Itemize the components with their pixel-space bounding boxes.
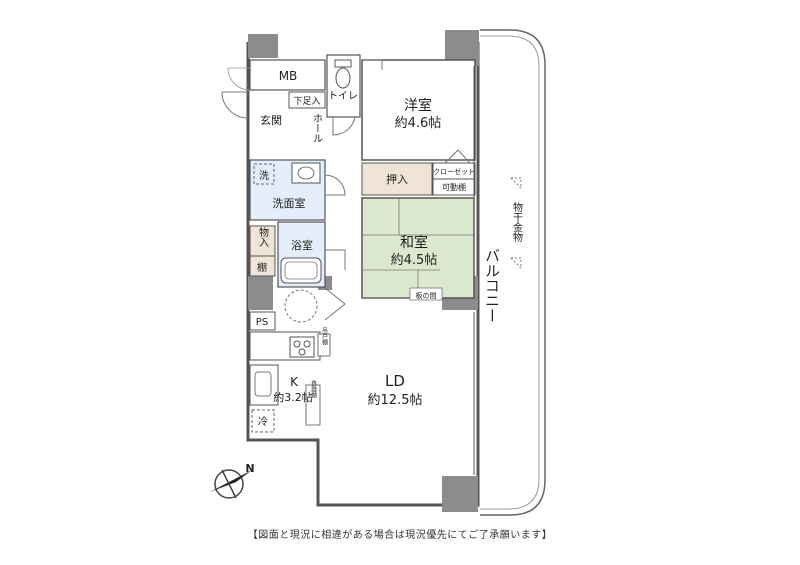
toilet-door[interactable] [332,116,356,136]
drying-rack-label: 物干金物 [511,201,523,243]
western-room-size: 約4.6帖 [395,116,442,131]
washroom-door[interactable] [324,174,346,196]
mb-label: MB [279,69,298,83]
sink [254,371,272,397]
compass [210,469,252,499]
fridge-box [251,409,275,433]
bathtub-inner [284,261,318,280]
entrance-door[interactable] [221,91,249,119]
shoe-storage-label: 下足入 [293,96,320,107]
japanese-room-label: 和室 [400,234,428,251]
wall-column [248,276,273,310]
western-room [361,59,476,161]
shoe-storage-box [288,91,326,109]
compass-needle [210,470,252,492]
windows [473,66,479,475]
oshiire-box [361,162,433,196]
burner [303,340,311,348]
wall-column [442,476,478,512]
storage-label: 物入 [257,226,269,247]
drying-rack-mark [509,257,522,270]
adjustable-shelf-box [432,178,476,196]
washroom-label: 洗面室 [273,196,306,210]
drying-rack-mark [509,177,522,190]
pantry-label: 食器棚 [310,379,317,399]
toilet-label: トイレ [328,91,358,102]
burner [293,340,301,348]
bath-label: 浴室 [291,238,313,252]
mb-box [249,59,326,91]
balcony-inner-outline [480,35,540,510]
ld-size: 約12.5帖 [368,393,423,408]
compass-needle-tail [221,469,237,499]
shelf-label: 棚 [257,261,267,274]
western-door[interactable] [362,59,383,70]
mb-door[interactable] [227,67,251,91]
burner [298,348,306,356]
footer-note: 【図面と現況に相違がある場合は現況優先にてご了承願います】 [247,530,553,541]
toilet-bowl [335,67,351,89]
basin-bowl [297,166,315,180]
storage-box [249,225,276,257]
japanese-room-size: 約4.5帖 [391,253,438,268]
hall-label: ホール [311,113,323,143]
oshiire-label: 押入 [386,172,408,186]
closet-label: クローゼット [433,167,475,176]
toilet-tank [334,59,352,68]
wash-mark-label: 洗 [259,170,269,182]
bath-door[interactable] [325,249,346,270]
balcony-outline [480,29,546,516]
compass-north-label: N [245,462,254,475]
wooden-floor-label: 板の間 [416,291,437,300]
stove [289,336,315,358]
wall-column [248,34,278,58]
hall-circle [284,289,318,323]
ps-box [249,311,276,331]
fridge-label: 冷 [258,415,268,428]
ld-door[interactable] [324,287,346,321]
pantry-box [305,384,321,426]
adjustable-shelf-label: 可動棚 [442,182,466,192]
cabinet-label: 吊戸棚 [321,327,328,346]
shelf-box [249,255,276,277]
entrance-label: 玄関 [260,113,282,127]
closet-door[interactable] [444,149,471,164]
kitchen-size: 約3.2帖 [273,390,313,404]
compass-circle [214,469,244,499]
cabinet-box [317,333,331,357]
western-room-label: 洋室 [404,97,432,114]
ps-label: PS [256,317,268,328]
wooden-floor-area [409,287,443,301]
kitchen-label: K [290,375,299,389]
washing-machine [253,163,275,185]
balcony-label: バルコニー [483,248,501,323]
ld-label: LD [385,372,405,390]
